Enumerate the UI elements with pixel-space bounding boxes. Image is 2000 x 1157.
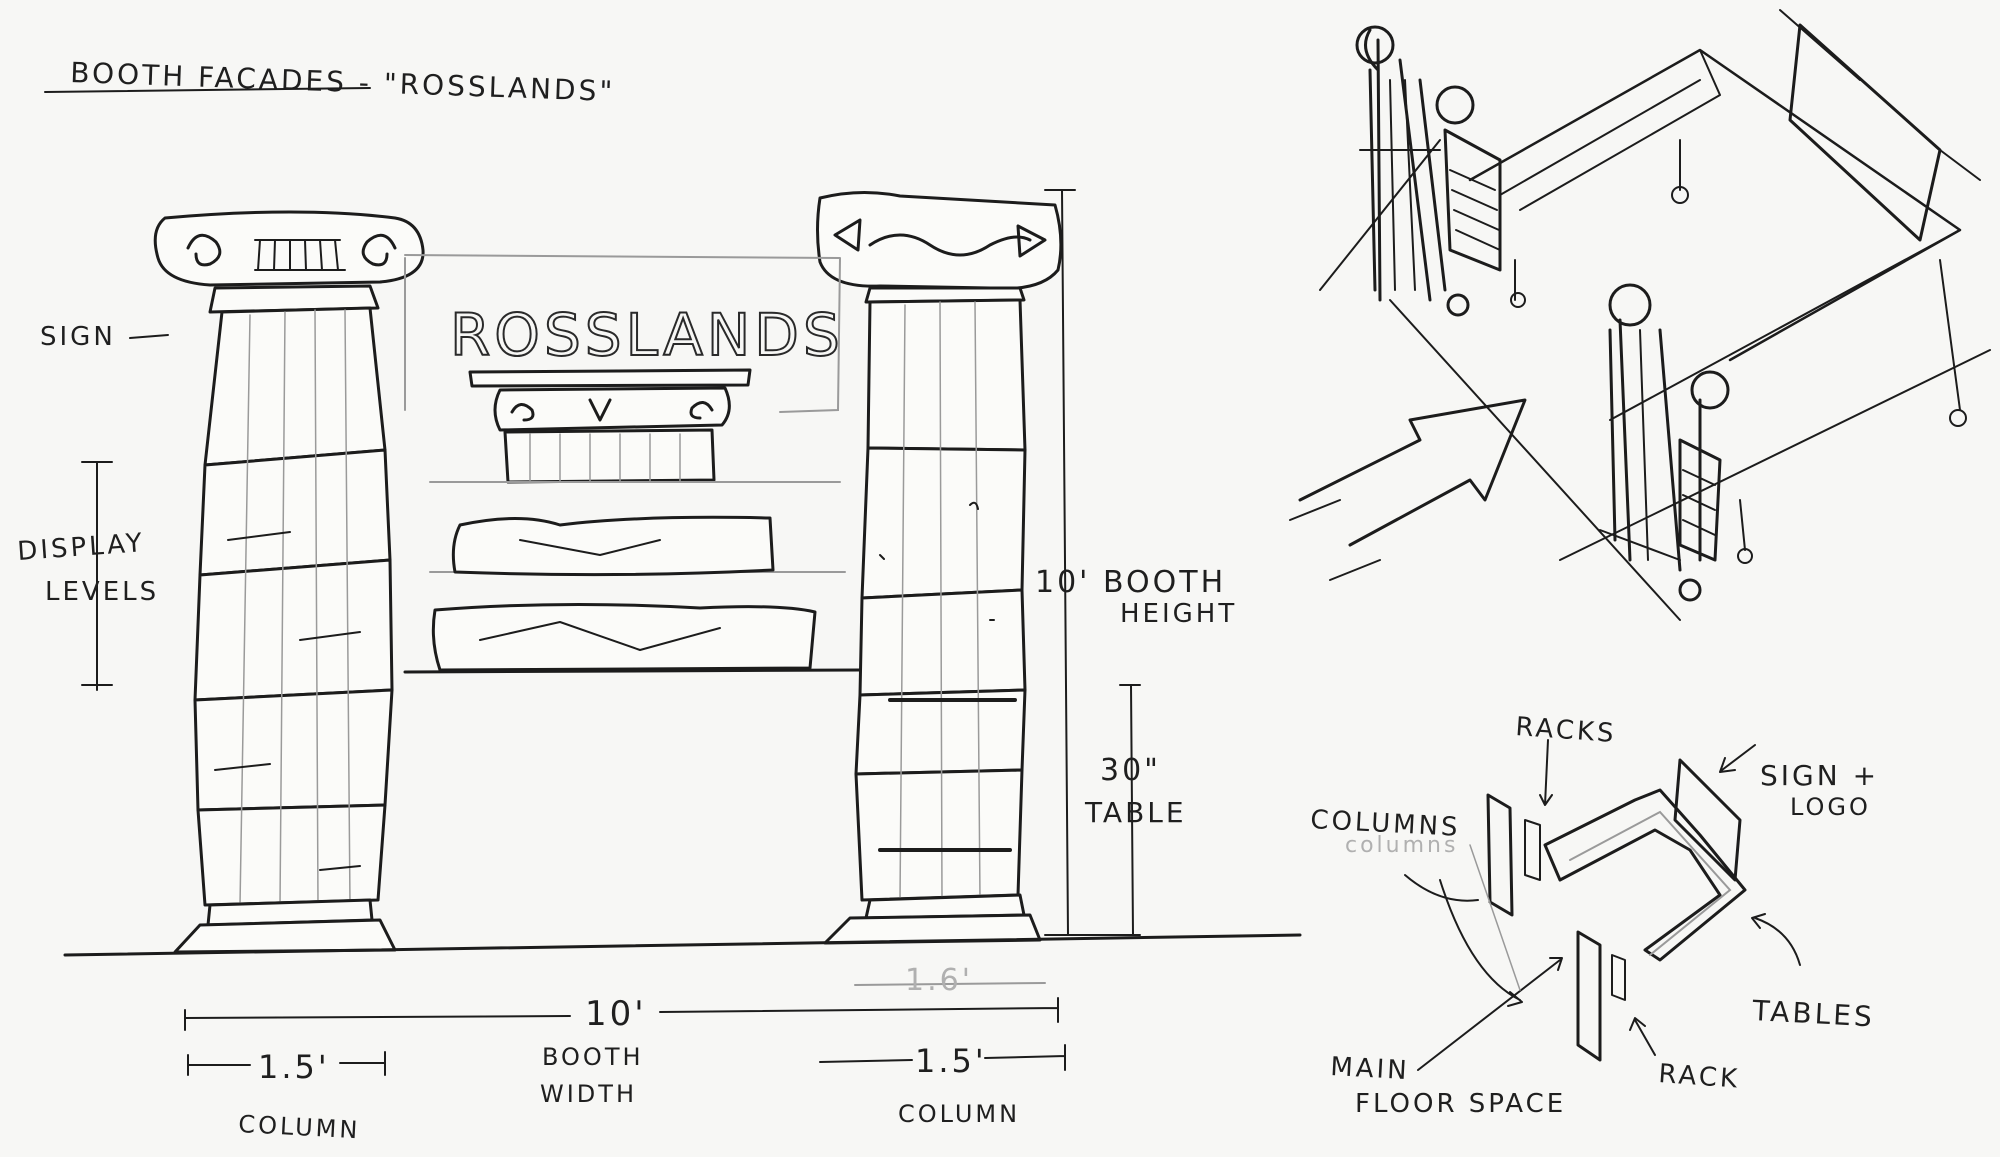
booth-height-dimension xyxy=(1044,189,1141,936)
sign-logo-label-2: LOGO xyxy=(1790,793,1871,821)
right-column xyxy=(816,190,1063,945)
booth-width-value: 10' xyxy=(585,994,647,1034)
faint-width-dimension xyxy=(854,982,1046,986)
table-height-label-1: 30" xyxy=(1100,753,1161,788)
main-floor-label-2: FLOOR SPACE xyxy=(1355,1089,1566,1119)
display-levels-label-2: LEVELS xyxy=(45,577,159,607)
floor-line xyxy=(63,933,1302,957)
rack-label: RACK xyxy=(1658,1059,1741,1095)
left-column-label: COLUMN xyxy=(238,1110,361,1144)
racks-label: RACKS xyxy=(1515,712,1618,749)
sheet-title: BOOTH FACADES - "ROSSLANDS" xyxy=(70,56,616,108)
tables-label: TABLES xyxy=(1751,994,1876,1033)
right-column-label: COLUMN xyxy=(898,1100,1020,1128)
sign-logo-text: ROSSLANDS xyxy=(450,301,844,369)
isometric-perspective xyxy=(1289,9,1991,621)
center-display: ROSSLANDS xyxy=(403,254,862,674)
left-column-width: 1.5' xyxy=(258,1048,330,1086)
booth-width-dimension xyxy=(184,997,1059,1031)
title-underline xyxy=(44,87,371,93)
booth-width-label-2: WIDTH xyxy=(540,1080,637,1108)
main-floor-label-1: MAIN xyxy=(1330,1052,1411,1086)
sign-label: SIGN xyxy=(40,322,116,352)
faint-width-label: 1.6' xyxy=(905,963,973,998)
columns-faint-label: columns xyxy=(1345,833,1458,858)
right-column-dimension xyxy=(819,1044,1066,1071)
sign-logo-label-1: SIGN + xyxy=(1760,759,1879,792)
left-column-dimension xyxy=(187,1051,386,1076)
display-levels-dimension xyxy=(81,461,113,691)
booth-width-label-1: BOOTH xyxy=(542,1043,644,1071)
sign-label-arrow xyxy=(129,334,169,339)
display-levels-label-1: DISPLAY xyxy=(16,528,145,567)
booth-height-label-1: 10' BOOTH xyxy=(1035,565,1226,600)
booth-height-label-2: HEIGHT xyxy=(1120,599,1237,629)
left-column xyxy=(153,210,425,954)
right-column-width: 1.5' xyxy=(915,1042,987,1080)
table-height-label-2: TABLE xyxy=(1084,796,1187,829)
table-height-dimension xyxy=(1119,684,1141,936)
floor-plan: RACKS COLUMNS columns SIGN + LOGO TABLES… xyxy=(1310,712,1879,1119)
